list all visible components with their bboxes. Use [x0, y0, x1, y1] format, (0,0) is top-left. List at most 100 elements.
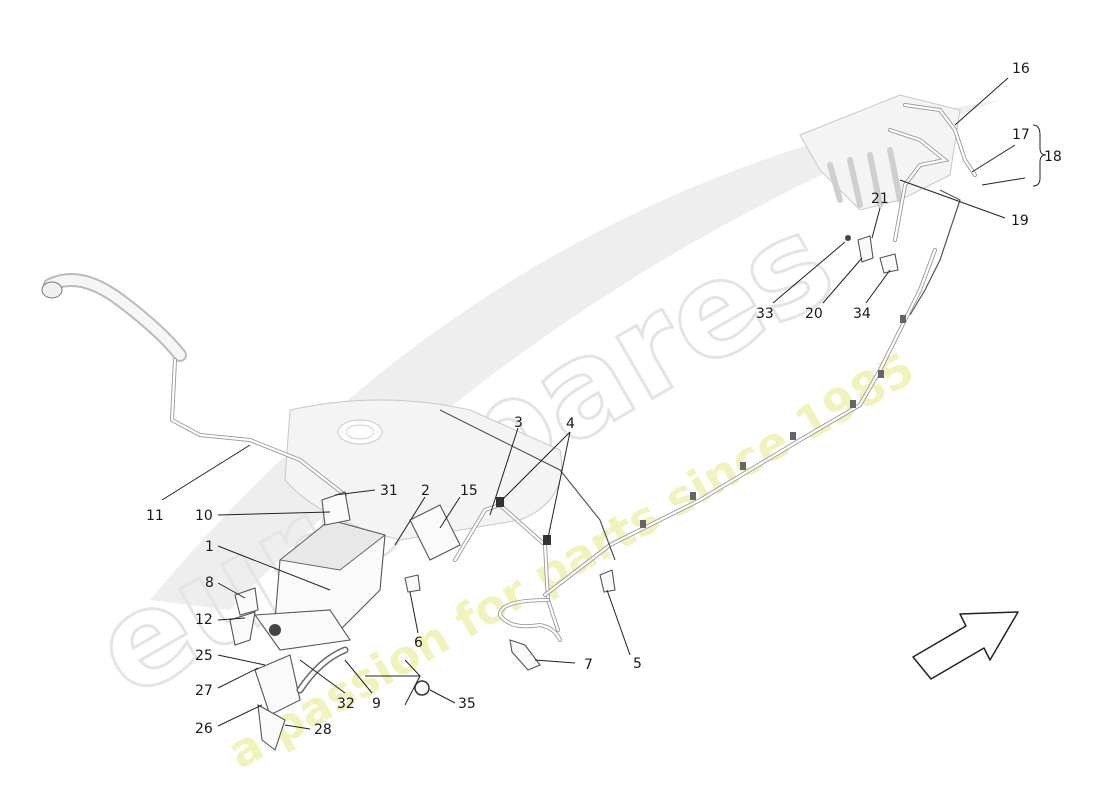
leader-19	[899, 179, 1006, 219]
feed-line-3-inner	[453, 503, 560, 632]
screw-33	[845, 235, 851, 241]
leader-17	[971, 144, 1016, 173]
bracket-12	[229, 611, 256, 646]
leader-34	[865, 269, 891, 304]
callout-8: 8	[205, 575, 214, 591]
leader-11	[161, 444, 251, 501]
leader-1	[217, 545, 331, 591]
callout-28: 28	[314, 722, 332, 738]
leader-5	[606, 589, 631, 656]
line-clip	[790, 432, 796, 440]
fuel-tank	[284, 399, 563, 541]
line-clip	[640, 520, 646, 528]
callout-9: 9	[372, 696, 381, 712]
leader-12	[217, 617, 246, 621]
callout-11: 11	[146, 508, 164, 524]
leader-21	[871, 207, 881, 239]
bracket-8-12	[229, 587, 259, 646]
callout-labels: 1 2 3 4 5 6 7 8 9 10 11 12 15 16 17 18 1…	[146, 61, 1062, 738]
callout-32: 32	[337, 696, 355, 712]
intake-manifold	[799, 94, 961, 211]
callout-19: 19	[1011, 213, 1029, 229]
clamp-34	[879, 253, 899, 274]
leader-26	[217, 704, 263, 727]
leader-18b	[981, 177, 1026, 186]
leader-27	[217, 667, 259, 689]
callout-27: 27	[195, 683, 213, 699]
hose-9-inner	[298, 648, 347, 692]
callout-6: 6	[414, 635, 423, 651]
leader-32	[299, 659, 346, 694]
leader-4b	[547, 431, 571, 539]
callout-33: 33	[756, 306, 774, 322]
loop-line-inner	[498, 598, 562, 642]
callout-21: 21	[871, 191, 889, 207]
callout-35: 35	[458, 696, 476, 712]
callout-34: 34	[853, 306, 871, 322]
leader-10	[217, 511, 331, 516]
line-clips	[640, 315, 906, 528]
clip-4b	[543, 535, 551, 545]
canister-top	[278, 519, 387, 571]
callout-26: 26	[195, 721, 213, 737]
callout-16: 16	[1012, 61, 1030, 77]
filler-neck-cap	[41, 281, 63, 299]
callout-25: 25	[195, 648, 213, 664]
bracket-20	[857, 235, 874, 263]
leader-31	[334, 489, 376, 496]
direction-arrow-shape	[912, 611, 1019, 680]
intake-runners	[827, 147, 903, 208]
callout-12: 12	[195, 612, 213, 628]
watermark-swoosh	[150, 100, 1000, 610]
fitting-5	[599, 569, 616, 593]
line-clip	[878, 370, 884, 378]
line-clip	[690, 492, 696, 500]
leader-2	[394, 496, 426, 546]
callout-31: 31	[380, 483, 398, 499]
feed-line	[439, 248, 937, 642]
canister-bracket	[253, 609, 351, 651]
callout-3: 3	[514, 415, 523, 431]
callout-20: 20	[805, 306, 823, 322]
engine-lines	[888, 103, 977, 316]
main-line-inner	[543, 248, 937, 597]
leader-20	[822, 257, 863, 304]
callout-4: 4	[566, 416, 575, 432]
line-clip	[740, 462, 746, 470]
callout-10: 10	[195, 508, 213, 524]
leader-6	[409, 591, 419, 634]
purge-pump	[254, 654, 301, 751]
filler-neck-assembly	[41, 273, 347, 497]
clip-35	[414, 680, 430, 696]
intake-manifold-body	[799, 94, 961, 211]
callout-2: 2	[421, 483, 430, 499]
callout-1: 1	[205, 539, 214, 555]
purge-pump-mount	[257, 703, 286, 751]
leader-9-brace	[365, 659, 421, 706]
line-clip	[850, 400, 856, 408]
leader-8	[217, 582, 246, 599]
leader-33	[772, 241, 846, 304]
leader-18-brace	[1032, 124, 1047, 187]
sensor-7	[509, 639, 541, 671]
leader-35	[429, 689, 456, 704]
carbon-canister	[253, 519, 387, 651]
callout-5: 5	[633, 656, 642, 672]
line-16-inner	[903, 103, 977, 177]
leader-7	[534, 659, 576, 664]
line-19-inner	[888, 128, 948, 242]
fuel-tank-pump-flange	[337, 419, 383, 445]
callout-18: 18	[1044, 149, 1062, 165]
callout-17: 17	[1012, 127, 1030, 143]
leader-25	[217, 654, 266, 666]
clip-4a	[496, 497, 504, 507]
leader-3	[489, 427, 519, 516]
purge-pump-body	[254, 654, 301, 716]
fuel-tank-pump-flange-inner	[345, 424, 375, 440]
bracket-8	[234, 587, 259, 616]
leader-16	[954, 77, 1009, 126]
line-19b	[909, 189, 961, 316]
sensor-6	[404, 574, 421, 593]
direction-arrow-icon	[912, 611, 1019, 680]
